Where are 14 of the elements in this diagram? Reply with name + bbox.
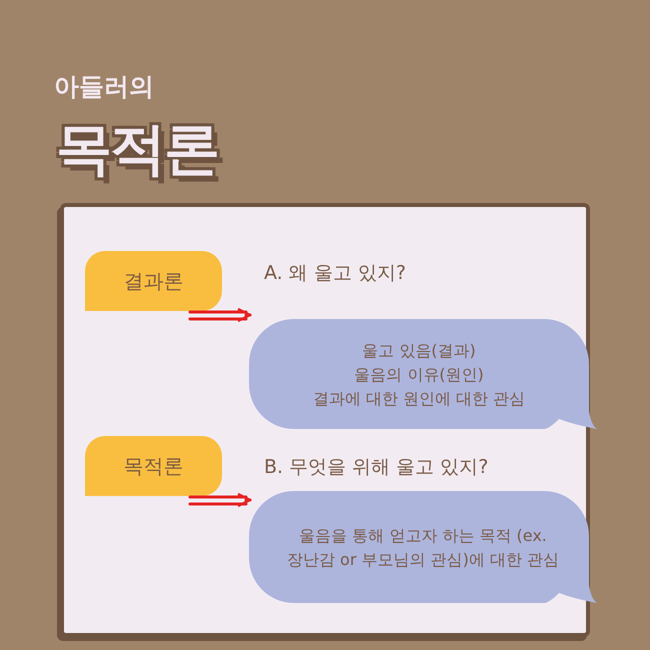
subtitle: 아들러의 [54, 71, 154, 103]
double-arrow [188, 308, 252, 322]
speech-bubble [249, 491, 597, 605]
title: 목적론 [56, 116, 218, 184]
bubble-text: 울고 있음(결과) [362, 340, 476, 362]
double-arrow [188, 492, 252, 508]
bubble-text: 울음의 이유(원인) [354, 364, 484, 386]
category-tab: 목적론 [85, 436, 222, 496]
bubble-text: 결과에 대한 원인에 대한 관심 [312, 388, 526, 410]
question-text: A. 왜 울고 있지? [264, 261, 406, 286]
category-tab: 결과론 [85, 251, 222, 311]
bubble-text: 울음을 통해 얻고자 하는 목적 (ex. 장난감 or 부모님의 관심)에 대한 관심 [286, 525, 560, 571]
question-text: B. 무엇을 위해 울고 있지? [264, 455, 488, 480]
speech-bubble [249, 319, 597, 431]
